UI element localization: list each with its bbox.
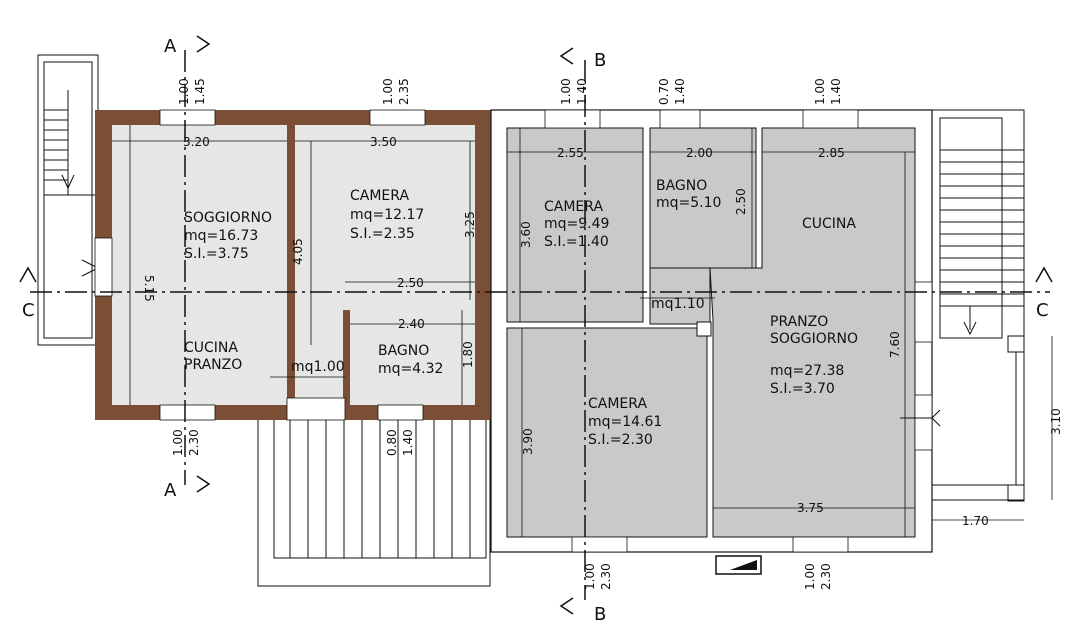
- dim-bagno2-width: 2.00: [686, 146, 713, 160]
- dim-pranzo-height: 7.60: [888, 331, 902, 358]
- dim-bagno1-height: 1.80: [461, 341, 475, 368]
- dim-porch-height: 3.10: [1049, 408, 1063, 435]
- window4-width: 0.70: [657, 78, 671, 105]
- window2-width: 1.00: [381, 78, 395, 105]
- dim-pranzo-width: 3.75: [797, 501, 824, 515]
- dim-250-left: 2.50: [397, 276, 424, 290]
- room-camera1-name: CAMERA: [350, 188, 409, 204]
- window8-height: 2.30: [599, 563, 613, 590]
- window3-width: 1.00: [559, 78, 573, 105]
- window4-height: 1.40: [673, 78, 687, 105]
- section-c-left-label: C: [22, 300, 35, 321]
- window1-height: 1.45: [193, 78, 207, 105]
- room-cucina-pranzo-line1: CUCINA: [184, 340, 238, 356]
- room-camera2-area: mq=9.49: [544, 216, 609, 232]
- room-pranzo-line1: PRANZO: [770, 314, 828, 330]
- dim-camera2-height: 3.60: [519, 221, 533, 248]
- room-pranzo-line2: SOGGIORNO: [770, 331, 858, 347]
- room-soggiorno-name: SOGGIORNO: [184, 210, 272, 226]
- room-soggiorno-si: S.I.=3.75: [184, 246, 249, 262]
- section-markers: [19, 35, 1053, 615]
- window2-height: 2.35: [397, 78, 411, 105]
- section-b-top-label: B: [594, 50, 606, 71]
- room-cucina-name: CUCINA: [802, 216, 856, 232]
- room-wc2-area: mq1.10: [651, 296, 705, 312]
- dim-soggiorno-width: 3.20: [183, 135, 210, 149]
- room-soggiorno-area: mq=16.73: [184, 228, 258, 244]
- room-bagno1-area: mq=4.32: [378, 361, 443, 377]
- section-a-bottom-label: A: [164, 480, 177, 501]
- room-camera1-area: mq=12.17: [350, 207, 424, 223]
- room-pranzo-si: S.I.=3.70: [770, 381, 835, 397]
- bottom-porch: [257, 417, 491, 587]
- window5-width: 1.00: [813, 78, 827, 105]
- room-bagno2-name: BAGNO: [656, 178, 707, 194]
- dim-camera1-depth: 3.25: [463, 211, 477, 238]
- room-pranzo-area: mq=27.38: [770, 363, 844, 379]
- existing-building: [94, 109, 491, 421]
- section-b-bottom-label: B: [594, 604, 606, 625]
- dim-porch-width: 1.70: [962, 514, 989, 528]
- room-bagno2-area: mq=5.10: [656, 195, 721, 211]
- window9-width: 1.00: [803, 563, 817, 590]
- room-camera1-si: S.I.=2.35: [350, 226, 415, 242]
- window5-height: 1.40: [829, 78, 843, 105]
- dim-camera1-height: 4.05: [291, 238, 305, 265]
- dim-cucina-width: 2.85: [818, 146, 845, 160]
- right-staircase: [931, 109, 1025, 502]
- room-cucina-pranzo-line2: PRANZO: [184, 357, 242, 373]
- left-staircase: [37, 54, 99, 346]
- new-building: [490, 109, 941, 575]
- dim-camera2-width: 2.55: [557, 146, 584, 160]
- window8-width: 1.00: [583, 563, 597, 590]
- window3-height: 1.40: [575, 78, 589, 105]
- room-camera3-area: mq=14.61: [588, 414, 662, 430]
- room-camera3-si: S.I.=2.30: [588, 432, 653, 448]
- room-camera2-name: CAMERA: [544, 199, 603, 215]
- room-camera2-si: S.I.=1.40: [544, 234, 609, 250]
- window6-width: 1.00: [171, 429, 185, 456]
- dim-camera1-width: 3.50: [370, 135, 397, 149]
- window6-height: 2.30: [187, 429, 201, 456]
- section-lines: [30, 50, 1050, 600]
- room-wc1-area: mq1.00: [291, 359, 345, 375]
- dim-soggiorno-height: 5.15: [142, 275, 156, 302]
- window7-height: 1.40: [401, 429, 415, 456]
- window9-height: 2.30: [819, 563, 833, 590]
- dim-bagno2-height: 2.50: [734, 188, 748, 215]
- dim-camera3-height: 3.90: [521, 428, 535, 455]
- section-c-right-label: C: [1036, 300, 1049, 321]
- section-a-top-label: A: [164, 36, 177, 57]
- dim-bagno1-width: 2.40: [398, 317, 425, 331]
- window7-width: 0.80: [385, 429, 399, 456]
- room-camera3-name: CAMERA: [588, 396, 647, 412]
- dimension-lines: [112, 125, 1053, 537]
- window1-width: 1.00: [177, 78, 191, 105]
- room-bagno1-name: BAGNO: [378, 343, 429, 359]
